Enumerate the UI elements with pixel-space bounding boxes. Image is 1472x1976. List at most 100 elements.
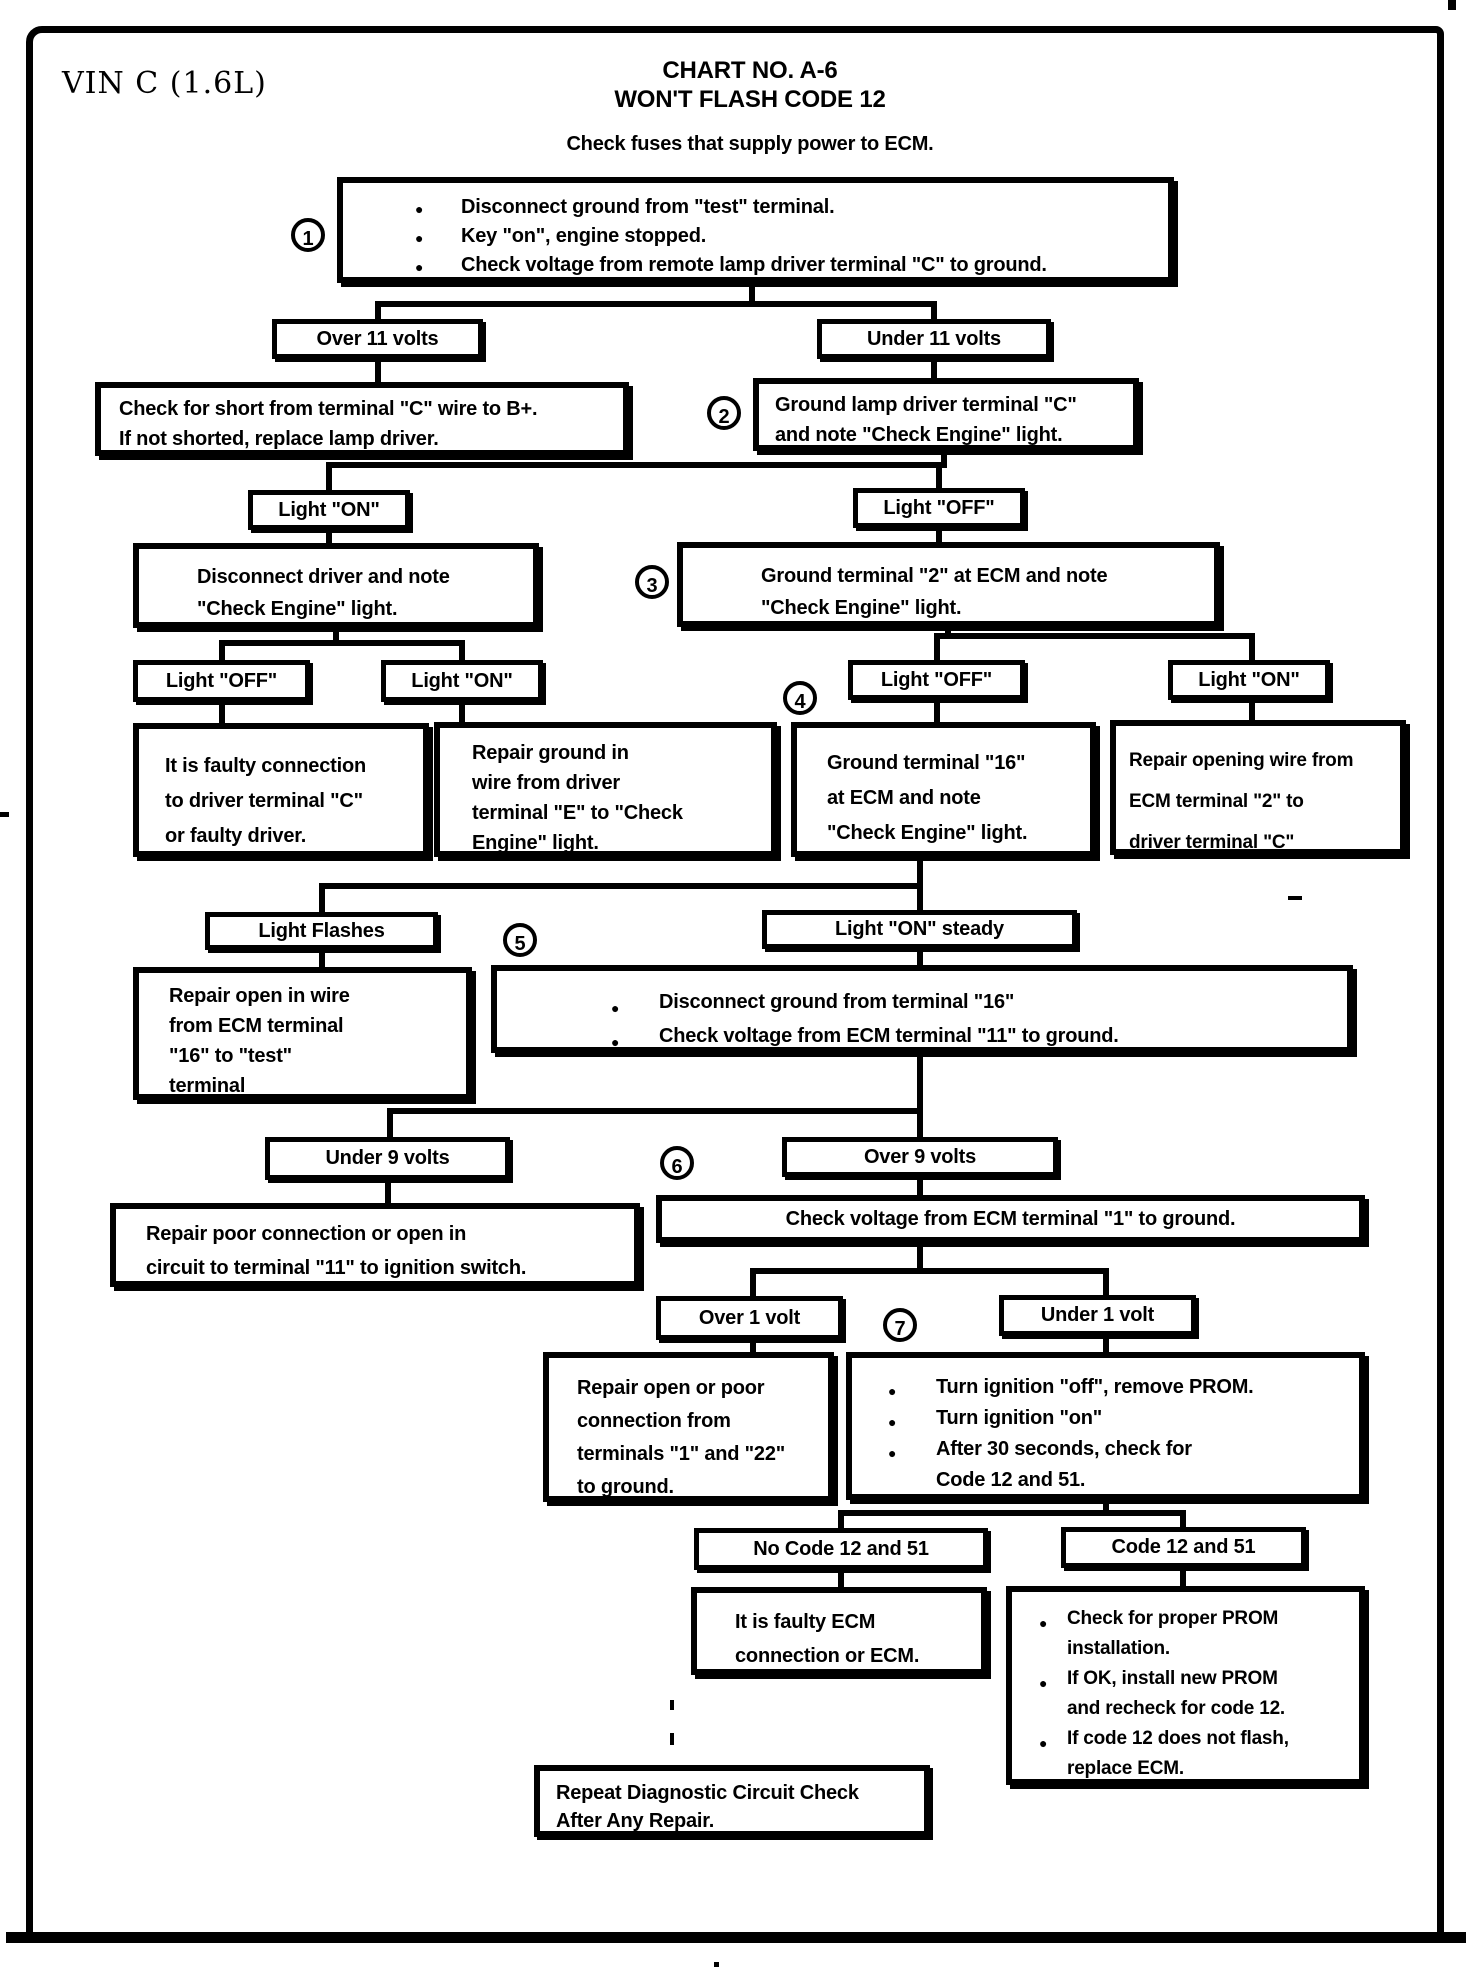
node-light-off-2: Light "OFF"	[133, 660, 310, 702]
text-line: terminal	[169, 1075, 246, 1097]
scan-artifact	[1448, 0, 1456, 10]
connector-line	[333, 626, 339, 646]
connector-line	[934, 698, 940, 724]
scan-artifact	[714, 1962, 719, 1967]
node-light-on-steady: Light "ON" steady	[762, 910, 1077, 949]
connector-line	[219, 640, 465, 646]
text-line: connection or ECM.	[735, 1645, 920, 1667]
connector-line	[917, 883, 923, 912]
scan-artifact	[0, 812, 9, 817]
node-light-on-3: Light "ON"	[1168, 660, 1330, 700]
connector-line	[459, 700, 465, 724]
step-circle-2: 2	[707, 396, 741, 430]
node-no-code-12-51: No Code 12 and 51	[694, 1528, 988, 1570]
connector-line	[375, 301, 381, 323]
connector-line	[1249, 633, 1255, 662]
prom-line: replace ECM.	[1067, 1758, 1184, 1779]
node-ground-terminal-16-box: Ground terminal "16" at ECM and note "Ch…	[791, 722, 1096, 857]
node-faulty-connection-box: It is faulty connection to driver termin…	[133, 723, 429, 857]
text-line: Check for short from terminal "C" wire t…	[119, 398, 538, 420]
node-step1-box: ●Disconnect ground from "test" terminal.…	[337, 177, 1174, 283]
connector-line	[750, 1338, 756, 1354]
connector-line	[459, 640, 465, 662]
text-line: wire from driver	[472, 772, 620, 794]
text-line: If not shorted, replace lamp driver.	[119, 428, 439, 450]
connector-line	[219, 640, 225, 662]
step7-item: Code 12 and 51.	[936, 1469, 1086, 1491]
connector-line	[917, 1241, 923, 1273]
connector-line	[375, 357, 381, 384]
node-repeat-check-box: Repeat Diagnostic Circuit Check After An…	[534, 1765, 930, 1837]
connector-line	[917, 1175, 923, 1197]
node-prom-box: ●Check for proper PROM installation. ●If…	[1006, 1586, 1365, 1785]
connector-line	[750, 1268, 1109, 1274]
connector-line	[1180, 1510, 1186, 1529]
bullet-icon: ●	[415, 201, 424, 217]
connector-line	[219, 700, 225, 725]
connector-line	[387, 1108, 923, 1114]
bullet-icon: ●	[415, 259, 424, 275]
node-over-9-volts: Over 9 volts	[782, 1137, 1058, 1177]
chart-number: CHART NO. A-6	[662, 57, 838, 84]
text-line: Repair open or poor	[577, 1377, 765, 1399]
node-disconnect-driver-box: Disconnect driver and note "Check Engine…	[133, 543, 539, 628]
bullet-icon: ●	[1039, 1615, 1048, 1631]
node-repair-poor-box: Repair poor connection or open in circui…	[110, 1203, 640, 1287]
step-circle-7: 7	[883, 1308, 917, 1342]
connector-line	[917, 947, 923, 967]
bullet-icon: ●	[611, 1034, 620, 1050]
scan-artifact	[670, 1700, 674, 1710]
text-line: ECM terminal "2" to	[1129, 791, 1304, 812]
text-line: Ground terminal "2" at ECM and note	[761, 565, 1108, 587]
bullet-icon: ●	[888, 1414, 897, 1430]
connector-line	[917, 1051, 923, 1113]
bullet-icon: ●	[888, 1383, 897, 1399]
step1-item: Check voltage from remote lamp driver te…	[461, 254, 1047, 276]
connector-line	[934, 633, 940, 662]
node-light-off-3: Light "OFF"	[848, 660, 1025, 700]
scan-artifact	[1288, 896, 1302, 900]
text-line: "Check Engine" light.	[827, 822, 1028, 844]
connector-line	[319, 883, 923, 889]
step5-item: Disconnect ground from terminal "16"	[659, 991, 1015, 1013]
node-repair-opening-box: Repair opening wire from ECM terminal "2…	[1110, 720, 1406, 855]
text-line: Ground lamp driver terminal "C"	[775, 394, 1077, 416]
node-light-on-1: Light "ON"	[248, 490, 410, 530]
connector-line	[326, 528, 332, 545]
connector-line	[326, 462, 332, 492]
text-line: at ECM and note	[827, 787, 981, 809]
connector-line	[838, 1510, 1186, 1516]
connector-line	[936, 526, 942, 544]
step7-item: Turn ignition "off", remove PROM.	[936, 1376, 1254, 1398]
step-circle-5: 5	[503, 923, 537, 957]
text-line: Engine" light.	[472, 832, 599, 854]
connector-line	[1103, 1268, 1109, 1297]
connector-line	[945, 625, 951, 639]
connector-line	[326, 462, 947, 468]
page-bottom-rule	[6, 1932, 1466, 1943]
text-line: circuit to terminal "11" to ignition swi…	[146, 1257, 527, 1279]
node-ground-terminal-2-box: Ground terminal "2" at ECM and note "Che…	[677, 542, 1220, 627]
text-line: Repair ground in	[472, 742, 629, 764]
node-repair-open-wire-box: Repair open in wire from ECM terminal "1…	[133, 967, 472, 1100]
scan-artifact	[670, 1733, 674, 1745]
node-check-short-box: Check for short from terminal "C" wire t…	[95, 382, 629, 456]
text-line: It is faulty connection	[165, 755, 366, 777]
text-line: It is faulty ECM	[735, 1611, 876, 1633]
node-check-voltage-1-box: Check voltage from ECM terminal "1" to g…	[656, 1195, 1365, 1243]
step5-item: Check voltage from ECM terminal "11" to …	[659, 1025, 1119, 1047]
text-line: and note "Check Engine" light.	[775, 424, 1063, 446]
node-step7-box: ●Turn ignition "off", remove PROM. ●Turn…	[846, 1352, 1365, 1500]
connector-line	[838, 1510, 844, 1530]
text-line: Repeat Diagnostic Circuit Check	[556, 1782, 859, 1804]
connector-line	[387, 1108, 393, 1139]
node-ground-lamp-box: Ground lamp driver terminal "C" and note…	[753, 378, 1139, 451]
node-repair-ground-box: Repair ground in wire from driver termin…	[434, 722, 777, 857]
text-line: terminal "E" to "Check	[472, 802, 683, 824]
text-line: Ground terminal "16"	[827, 752, 1026, 774]
connector-line	[750, 1268, 756, 1298]
text-line: terminals "1" and "22"	[577, 1443, 786, 1465]
node-repair-open-poor-box: Repair open or poor connection from term…	[543, 1352, 834, 1502]
text-line: Disconnect driver and note	[197, 566, 450, 588]
connector-line	[1180, 1566, 1186, 1588]
